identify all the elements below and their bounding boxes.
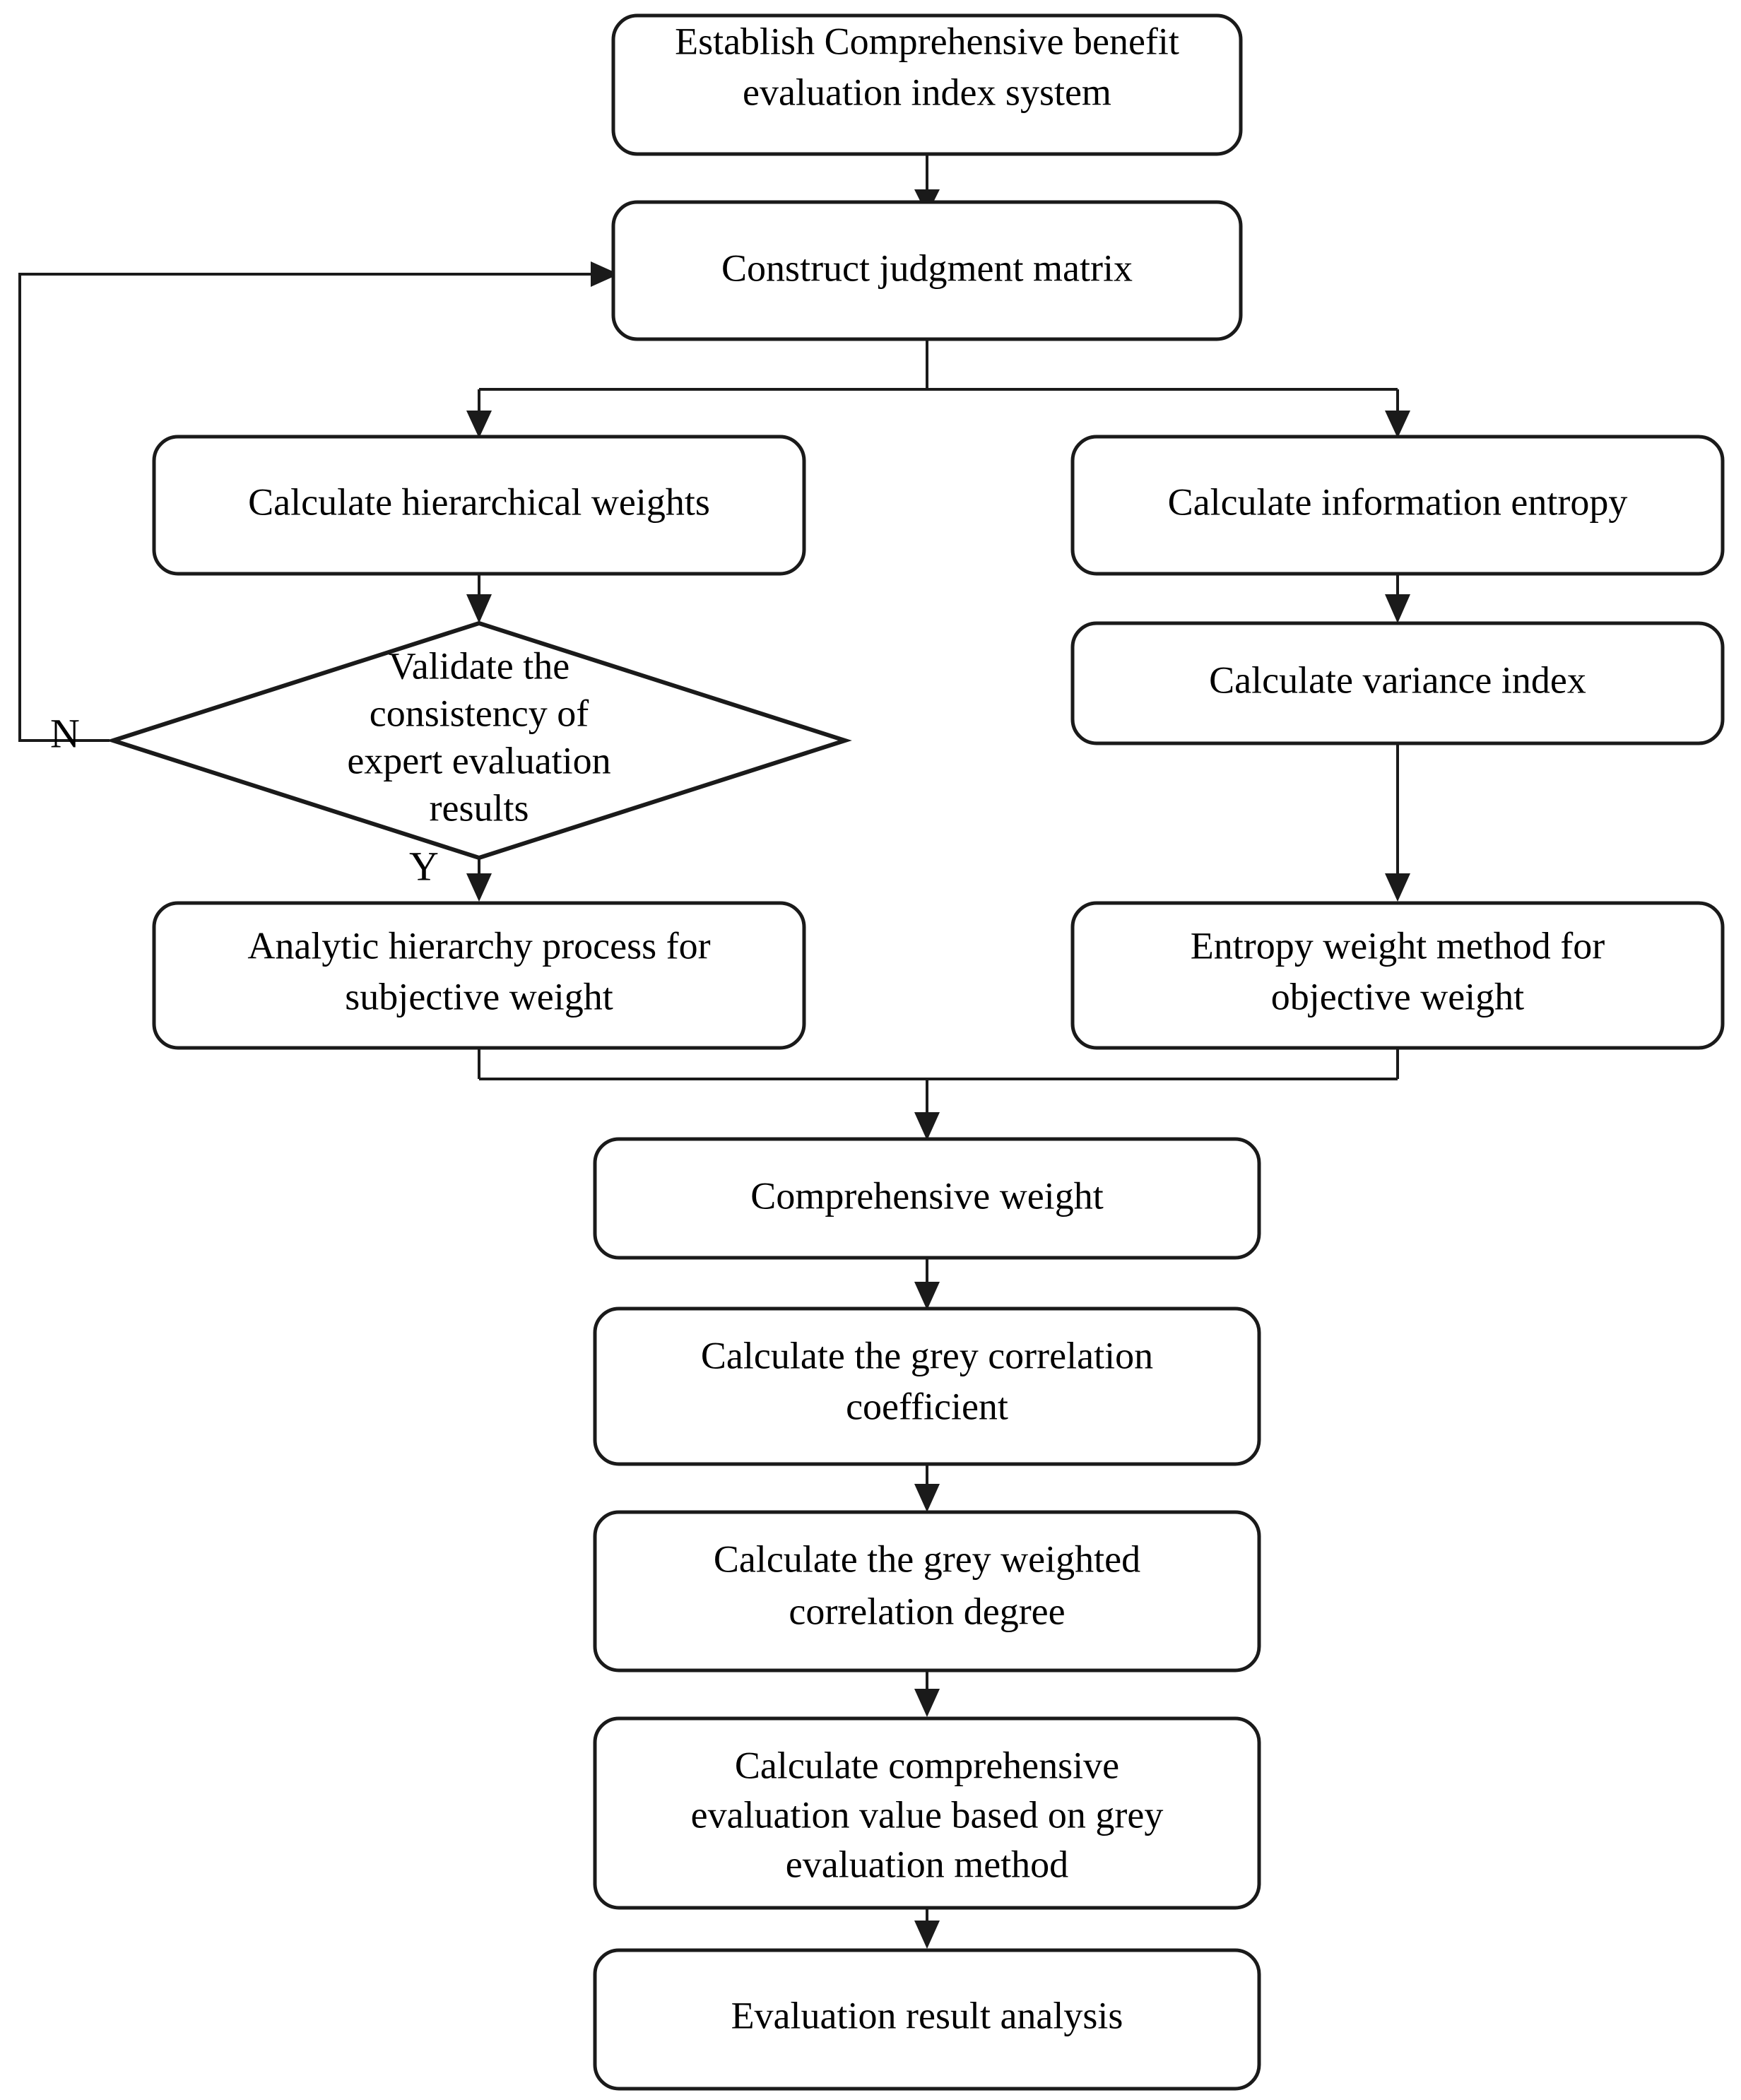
node-construct-matrix[interactable]: Construct judgment matrix [611, 200, 1243, 341]
node-validate-line-1: Validate the [389, 644, 569, 687]
node-comp-eval-line-3: evaluation method [786, 1843, 1068, 1885]
branch-label-no: N [50, 710, 80, 756]
connector-construct-split [466, 339, 1410, 438]
node-hierarchical-weights[interactable]: Calculate hierarchical weights [152, 435, 806, 576]
node-variance-index-label: Calculate variance index [1209, 659, 1586, 701]
node-ahp-subjective[interactable]: Analytic hierarchy process for subjectiv… [152, 901, 806, 1050]
node-ahp-subjective-line-2: subjective weight [345, 975, 613, 1017]
node-validate-line-4: results [430, 786, 529, 829]
node-validate-consistency[interactable]: Validate the consistency of expert evalu… [106, 620, 852, 861]
node-validate-line-2: consistency of [370, 692, 589, 734]
connector-greycoef-to-greydegree [914, 1464, 940, 1512]
node-entropy-objective[interactable]: Entropy weight method for objective weig… [1070, 901, 1725, 1050]
branch-label-yes: Y [409, 843, 439, 889]
node-entropy-objective-line-1: Entropy weight method for [1191, 924, 1605, 967]
node-grey-weighted-line-2: correlation degree [789, 1590, 1065, 1632]
node-comprehensive-weight-label: Comprehensive weight [750, 1174, 1103, 1217]
node-grey-corr-line-2: coefficient [846, 1385, 1008, 1427]
connector-entropy-to-variance [1385, 574, 1410, 623]
node-establish-line-1: Establish Comprehensive benefit [675, 20, 1179, 62]
connector-validate-no-feedback [18, 261, 619, 742]
node-validate-line-3: expert evaluation [347, 739, 610, 781]
node-grey-correlation-coefficient[interactable]: Calculate the grey correlation coefficie… [593, 1306, 1261, 1466]
node-information-entropy[interactable]: Calculate information entropy [1070, 435, 1725, 576]
node-grey-weighted-degree[interactable]: Calculate the grey weighted correlation … [593, 1510, 1261, 1673]
node-comp-eval-line-2: evaluation value based on grey [691, 1793, 1164, 1836]
node-hierarchical-weights-label: Calculate hierarchical weights [248, 480, 710, 523]
connector-variance-to-objective [1385, 743, 1410, 902]
node-result-analysis[interactable]: Evaluation result analysis [593, 1948, 1261, 2091]
node-comp-eval-line-1: Calculate comprehensive [735, 1744, 1119, 1786]
connector-greydegree-to-compeval [914, 1670, 940, 1717]
node-information-entropy-label: Calculate information entropy [1168, 480, 1628, 523]
node-comprehensive-evaluation-value[interactable]: Calculate comprehensive evaluation value… [593, 1716, 1261, 1910]
node-grey-weighted-line-1: Calculate the grey weighted [714, 1538, 1140, 1580]
connector-weights-merge [478, 1048, 1399, 1140]
connector-hierarchical-to-validate [466, 574, 492, 623]
node-variance-index[interactable]: Calculate variance index [1070, 621, 1725, 745]
node-ahp-subjective-line-1: Analytic hierarchy process for [247, 924, 710, 967]
connector-compeval-to-result [914, 1908, 940, 1949]
node-establish-line-2: evaluation index system [743, 71, 1111, 113]
connector-compweight-to-greycoef [914, 1258, 940, 1310]
node-establish[interactable]: Establish Comprehensive benefit evaluati… [611, 13, 1243, 156]
node-result-analysis-label: Evaluation result analysis [731, 1994, 1123, 2036]
node-entropy-objective-line-2: objective weight [1271, 975, 1524, 1017]
node-comprehensive-weight[interactable]: Comprehensive weight [593, 1137, 1261, 1260]
connector-validate-yes [466, 858, 492, 902]
node-grey-corr-line-1: Calculate the grey correlation [701, 1334, 1153, 1376]
node-construct-matrix-label: Construct judgment matrix [721, 247, 1133, 289]
